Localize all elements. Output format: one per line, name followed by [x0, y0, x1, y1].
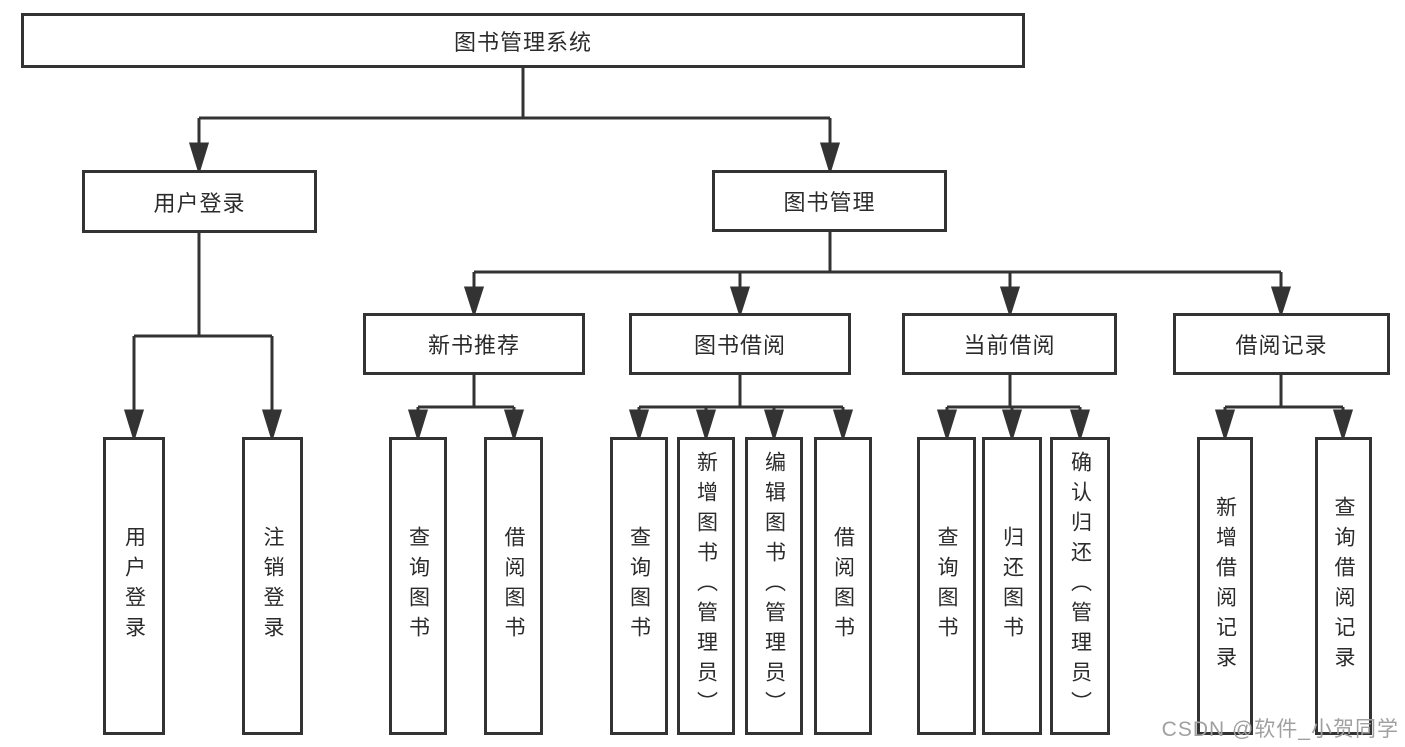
connector-recommend-to-leaves: [407, 375, 525, 443]
leaf-records-query-borrow-record: 查询借阅记录: [1315, 437, 1372, 735]
node-user-login: 用户登录: [82, 170, 317, 233]
connector-book-management-to-level3: [463, 232, 1292, 318]
leaf-label: 确认归还（管理员）: [1068, 451, 1092, 721]
arrowhead-icon: [407, 409, 429, 443]
node-new-book-recommendation: 新书推荐: [363, 313, 585, 375]
arrowhead-icon: [832, 409, 854, 443]
leaf-label: 新增图书（管理员）: [694, 451, 718, 721]
leaf-borrow-borrow-books: 借阅图书: [814, 437, 872, 735]
arrowhead-icon: [261, 409, 283, 443]
arrowhead-icon: [1069, 409, 1091, 443]
arrowhead-icon: [628, 409, 650, 443]
connector-root-to-level2: [188, 68, 841, 176]
leaf-label: 新增借阅记录: [1213, 496, 1237, 676]
leaf-label: 归还图书: [1000, 526, 1024, 646]
leaf-label: 注销登录: [261, 526, 284, 646]
leaf-borrow-edit-books-admin: 编辑图书（管理员）: [745, 437, 803, 735]
leaf-current-query-books: 查询图书: [917, 437, 976, 735]
node-current-borrowing: 当前借阅: [902, 313, 1117, 375]
arrowhead-icon: [999, 286, 1021, 318]
node-borrowing-records: 借阅记录: [1173, 313, 1390, 375]
arrowhead-icon: [936, 409, 958, 443]
arrowhead-icon: [1332, 409, 1354, 443]
leaf-recommend-query-books: 查询图书: [389, 437, 447, 735]
arrowhead-icon: [463, 286, 485, 318]
arrowhead-icon: [729, 286, 751, 318]
node-book-borrowing: 图书借阅: [629, 313, 851, 375]
leaf-label: 查询图书: [406, 526, 430, 646]
leaf-logout: 注销登录: [242, 437, 303, 735]
leaf-current-confirm-return-admin: 确认归还（管理员）: [1050, 437, 1110, 735]
leaf-label: 编辑图书（管理员）: [762, 451, 786, 721]
leaf-current-return-books: 归还图书: [982, 437, 1042, 735]
arrowhead-icon: [695, 409, 717, 443]
arrowhead-icon: [188, 142, 210, 176]
arrowhead-icon: [1270, 286, 1292, 318]
node-library-management-system: 图书管理系统: [21, 13, 1025, 68]
arrowhead-icon: [763, 409, 785, 443]
arrowhead-icon: [1001, 409, 1023, 443]
leaf-label: 用户登录: [122, 526, 146, 646]
arrowhead-icon: [819, 142, 841, 176]
arrowhead-icon: [503, 409, 525, 443]
leaf-borrow-query-books: 查询图书: [610, 437, 668, 735]
leaf-user-login: 用户登录: [103, 437, 165, 735]
csdn-watermark: CSDN @软件_小贺同学: [1161, 718, 1399, 741]
connector-current-to-leaves: [936, 375, 1091, 443]
arrowhead-icon: [1214, 409, 1236, 443]
node-book-management: 图书管理: [712, 170, 947, 232]
leaf-label: 查询图书: [627, 526, 651, 646]
arrowhead-icon: [123, 409, 145, 443]
leaf-label: 查询借阅记录: [1332, 496, 1355, 676]
leaf-label: 借阅图书: [502, 526, 525, 646]
leaf-label: 借阅图书: [831, 526, 855, 646]
connector-user-login-to-leaves: [123, 233, 283, 443]
leaf-borrow-add-books-admin: 新增图书（管理员）: [677, 437, 735, 735]
leaf-recommend-borrow-books: 借阅图书: [484, 437, 543, 735]
connector-records-to-leaves: [1214, 375, 1354, 443]
leaf-records-add-borrow-record: 新增借阅记录: [1197, 437, 1253, 735]
leaf-label: 查询图书: [935, 526, 958, 646]
connector-borrow-to-leaves: [628, 375, 854, 443]
